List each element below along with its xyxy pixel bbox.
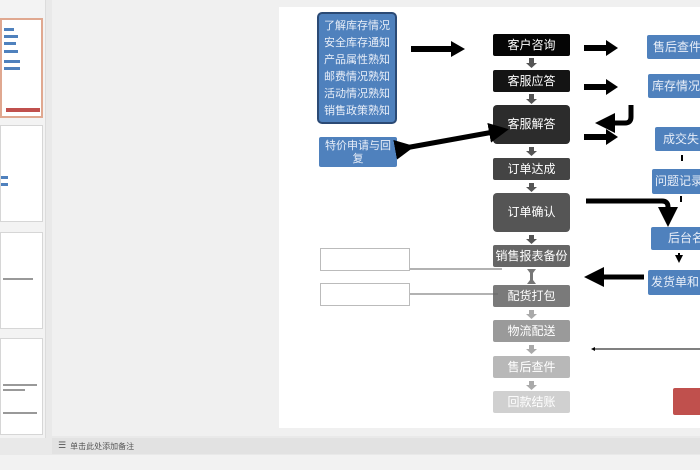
flow-step: 订单达成 xyxy=(493,158,570,180)
connector-line xyxy=(410,268,502,295)
flow-step: 售后查件 xyxy=(493,356,570,378)
red-box xyxy=(673,388,700,415)
arrow-right xyxy=(584,40,618,56)
right-box: 后台名 xyxy=(651,227,700,250)
right-box: 库存情况 xyxy=(648,74,700,98)
flow-step: 客服应答 xyxy=(493,70,570,92)
slide-canvas[interactable]: 了解库存情况 安全库存通知 产品属性熟知 邮费情况熟知 活动情况熟知 销售政策熟… xyxy=(279,7,700,428)
arrow-bent xyxy=(595,105,634,133)
info-line: 邮费情况熟知 xyxy=(324,70,390,83)
double-arrow xyxy=(527,269,536,284)
slide-thumbnail-4[interactable] xyxy=(0,338,43,435)
arrow-down xyxy=(526,58,537,244)
right-box: 成交失 xyxy=(655,127,700,151)
info-line: 销售政策熟知 xyxy=(324,104,390,117)
right-box: 发货单和 xyxy=(648,270,700,295)
empty-box xyxy=(320,248,410,271)
notes-placeholder: 单击此处添加备注 xyxy=(70,441,135,451)
arrow-bent xyxy=(586,198,678,227)
arrows-layer xyxy=(393,40,700,390)
info-line: 产品属性熟知 xyxy=(324,53,390,66)
flow-step: 销售报表备份 xyxy=(493,245,570,267)
slide-thumbnail-2[interactable] xyxy=(0,125,43,222)
arrow-right xyxy=(411,41,465,57)
flow-step: 订单确认 xyxy=(493,193,570,232)
notes-bar[interactable]: ☰ 单击此处添加备注 xyxy=(52,438,700,454)
slide-thumbnail-3[interactable] xyxy=(0,232,43,329)
info-line: 安全库存通知 xyxy=(324,36,390,49)
flow-step: 配货打包 xyxy=(493,285,570,307)
flow-step: 客户咨询 xyxy=(493,34,570,56)
notes-icon: ☰ xyxy=(58,441,67,451)
arrow-right xyxy=(584,129,618,145)
arrow-down-small xyxy=(679,155,682,259)
info-line: 活动情况熟知 xyxy=(324,87,390,100)
status-bar xyxy=(0,455,700,470)
info-box: 了解库存情况 安全库存通知 产品属性熟知 邮费情况熟知 活动情况熟知 销售政策熟… xyxy=(317,12,397,124)
flow-step: 回款结账 xyxy=(493,391,570,413)
right-box: 问题记录 xyxy=(652,169,700,194)
slide-thumbnail-1[interactable] xyxy=(0,18,43,118)
special-price-box: 特价申请与回复 xyxy=(319,137,397,167)
flow-step: 物流配送 xyxy=(493,320,570,342)
right-box: 售后查件 xyxy=(647,35,700,59)
slide-thumbnail-panel xyxy=(0,0,46,438)
arrow-down xyxy=(526,310,537,390)
arrow-right xyxy=(584,79,618,95)
info-line: 了解库存情况 xyxy=(324,19,390,32)
double-arrow xyxy=(393,122,509,160)
empty-box xyxy=(320,283,410,306)
